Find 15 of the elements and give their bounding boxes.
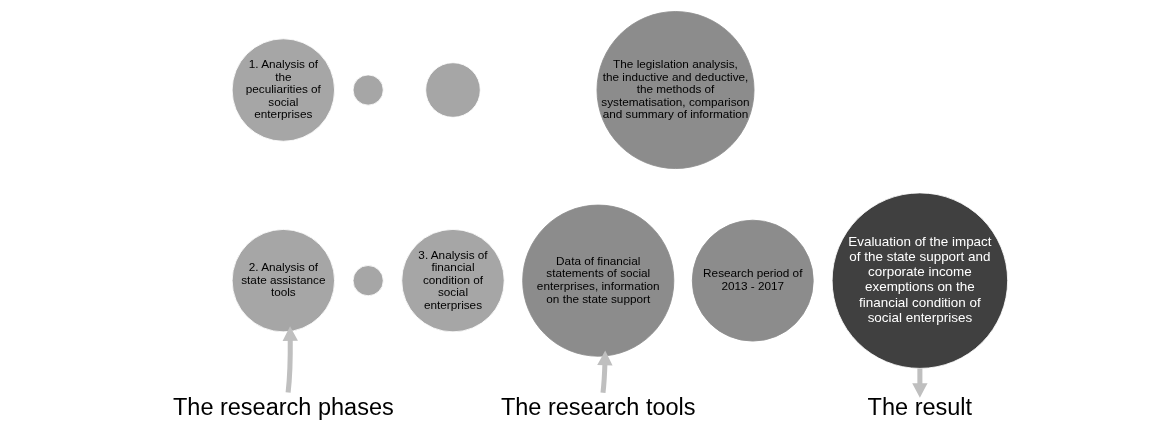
node-circle: 3. Analysis of financial condition of social enterprises [400, 229, 505, 333]
node-circle: Research period of 2013 - 2017 [691, 219, 814, 342]
node-text: The research phases [172, 393, 394, 420]
node-circle [352, 74, 384, 106]
node-circle: Evaluation of the impact of the state support and corporate income exemptions on the financial condition of social enterprises [831, 192, 1008, 369]
node-circle: Data of financial statements of social enterprises, information on the state support [521, 204, 674, 357]
node-text: The research tools [500, 393, 696, 420]
arrow [282, 326, 298, 393]
node-circle [352, 265, 384, 297]
node-text: The result [867, 393, 972, 420]
node-circle [424, 62, 481, 118]
node-circle: 1. Analysis of the peculiarities of social enterprises [231, 38, 335, 142]
arrow [596, 350, 613, 393]
node-circle: The legislation analysis, the inductive and deductive, the methods of systematisation, comparison and summary of information [596, 11, 754, 169]
node-circle: 2. Analysis of state assistance tools [231, 229, 335, 333]
